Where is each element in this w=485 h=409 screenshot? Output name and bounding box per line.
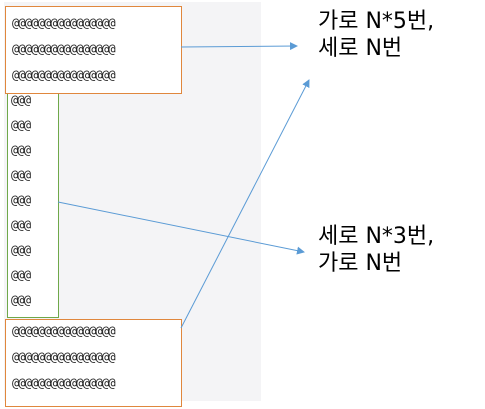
top-row: @@@@@@@@@@@@@@@@: [12, 42, 116, 56]
arrow-bottom-to-label: [180, 79, 310, 329]
label-line: 세로 N*3번,: [318, 224, 435, 249]
arrow-middle-to-label: [57, 201, 305, 255]
vertical-row: @@@: [11, 243, 31, 257]
label-line: 세로 N번: [318, 36, 403, 61]
vertical-row: @@@: [11, 168, 31, 182]
bottom-row: @@@@@@@@@@@@@@@@: [12, 324, 116, 338]
vertical-box: @@@ @@@ @@@ @@@ @@@ @@@ @@@ @@@ @@@: [7, 88, 59, 318]
label-horizontal-5n: 가로 N*5번, 세로 N번: [318, 8, 434, 62]
vertical-row: @@@: [11, 193, 31, 207]
vertical-row: @@@: [11, 268, 31, 282]
arrow-top-to-label: [180, 42, 298, 51]
bottom-row: @@@@@@@@@@@@@@@@: [12, 350, 116, 364]
top-row: @@@@@@@@@@@@@@@@: [12, 16, 116, 30]
top-row: @@@@@@@@@@@@@@@@: [12, 68, 116, 82]
label-line: 가로 N번: [318, 251, 403, 276]
vertical-row: @@@: [11, 293, 31, 307]
vertical-row: @@@: [11, 218, 31, 232]
bottom-row: @@@@@@@@@@@@@@@@: [12, 376, 116, 390]
top-wide-box: @@@@@@@@@@@@@@@@ @@@@@@@@@@@@@@@@ @@@@@@…: [5, 6, 182, 94]
vertical-row: @@@: [11, 93, 31, 107]
label-vertical-3n: 세로 N*3번, 가로 N번: [318, 223, 434, 277]
label-line: 가로 N*5번,: [318, 9, 435, 34]
bottom-wide-box: @@@@@@@@@@@@@@@@ @@@@@@@@@@@@@@@@ @@@@@@…: [5, 319, 182, 407]
vertical-row: @@@: [11, 143, 31, 157]
vertical-row: @@@: [11, 118, 31, 132]
